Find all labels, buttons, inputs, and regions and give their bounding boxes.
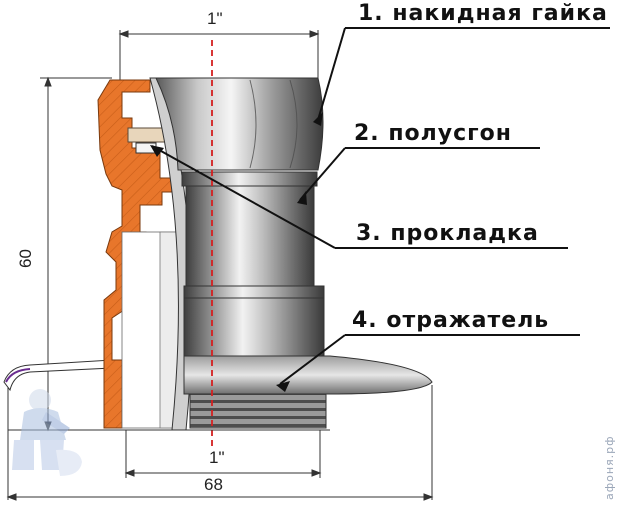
dimension-bottom-label: 1" <box>209 448 225 467</box>
wall-tile <box>3 359 113 392</box>
dimension-top-label: 1" <box>207 9 223 28</box>
dimension-height-label: 60 <box>16 249 35 268</box>
thread-section <box>189 393 327 429</box>
plumber-logo <box>12 389 82 476</box>
dimension-overall-label: 68 <box>204 475 223 494</box>
label-reflector: 4. отражатель <box>352 308 549 333</box>
label-half-union: 2. полусгон <box>354 121 512 146</box>
union-nut <box>155 77 324 171</box>
callout-arrowheads <box>150 112 323 392</box>
dimension-bottom <box>124 430 322 478</box>
half-union-body <box>181 171 325 357</box>
fitting-body-section <box>97 79 183 429</box>
watermark: афоня.рф <box>603 435 616 500</box>
dimension-overall <box>6 380 434 501</box>
reflector <box>183 355 433 395</box>
label-gasket: 3. прокладка <box>356 221 539 246</box>
callout-leaders <box>151 27 610 385</box>
label-union-nut: 1. накидная гайка <box>358 1 608 26</box>
